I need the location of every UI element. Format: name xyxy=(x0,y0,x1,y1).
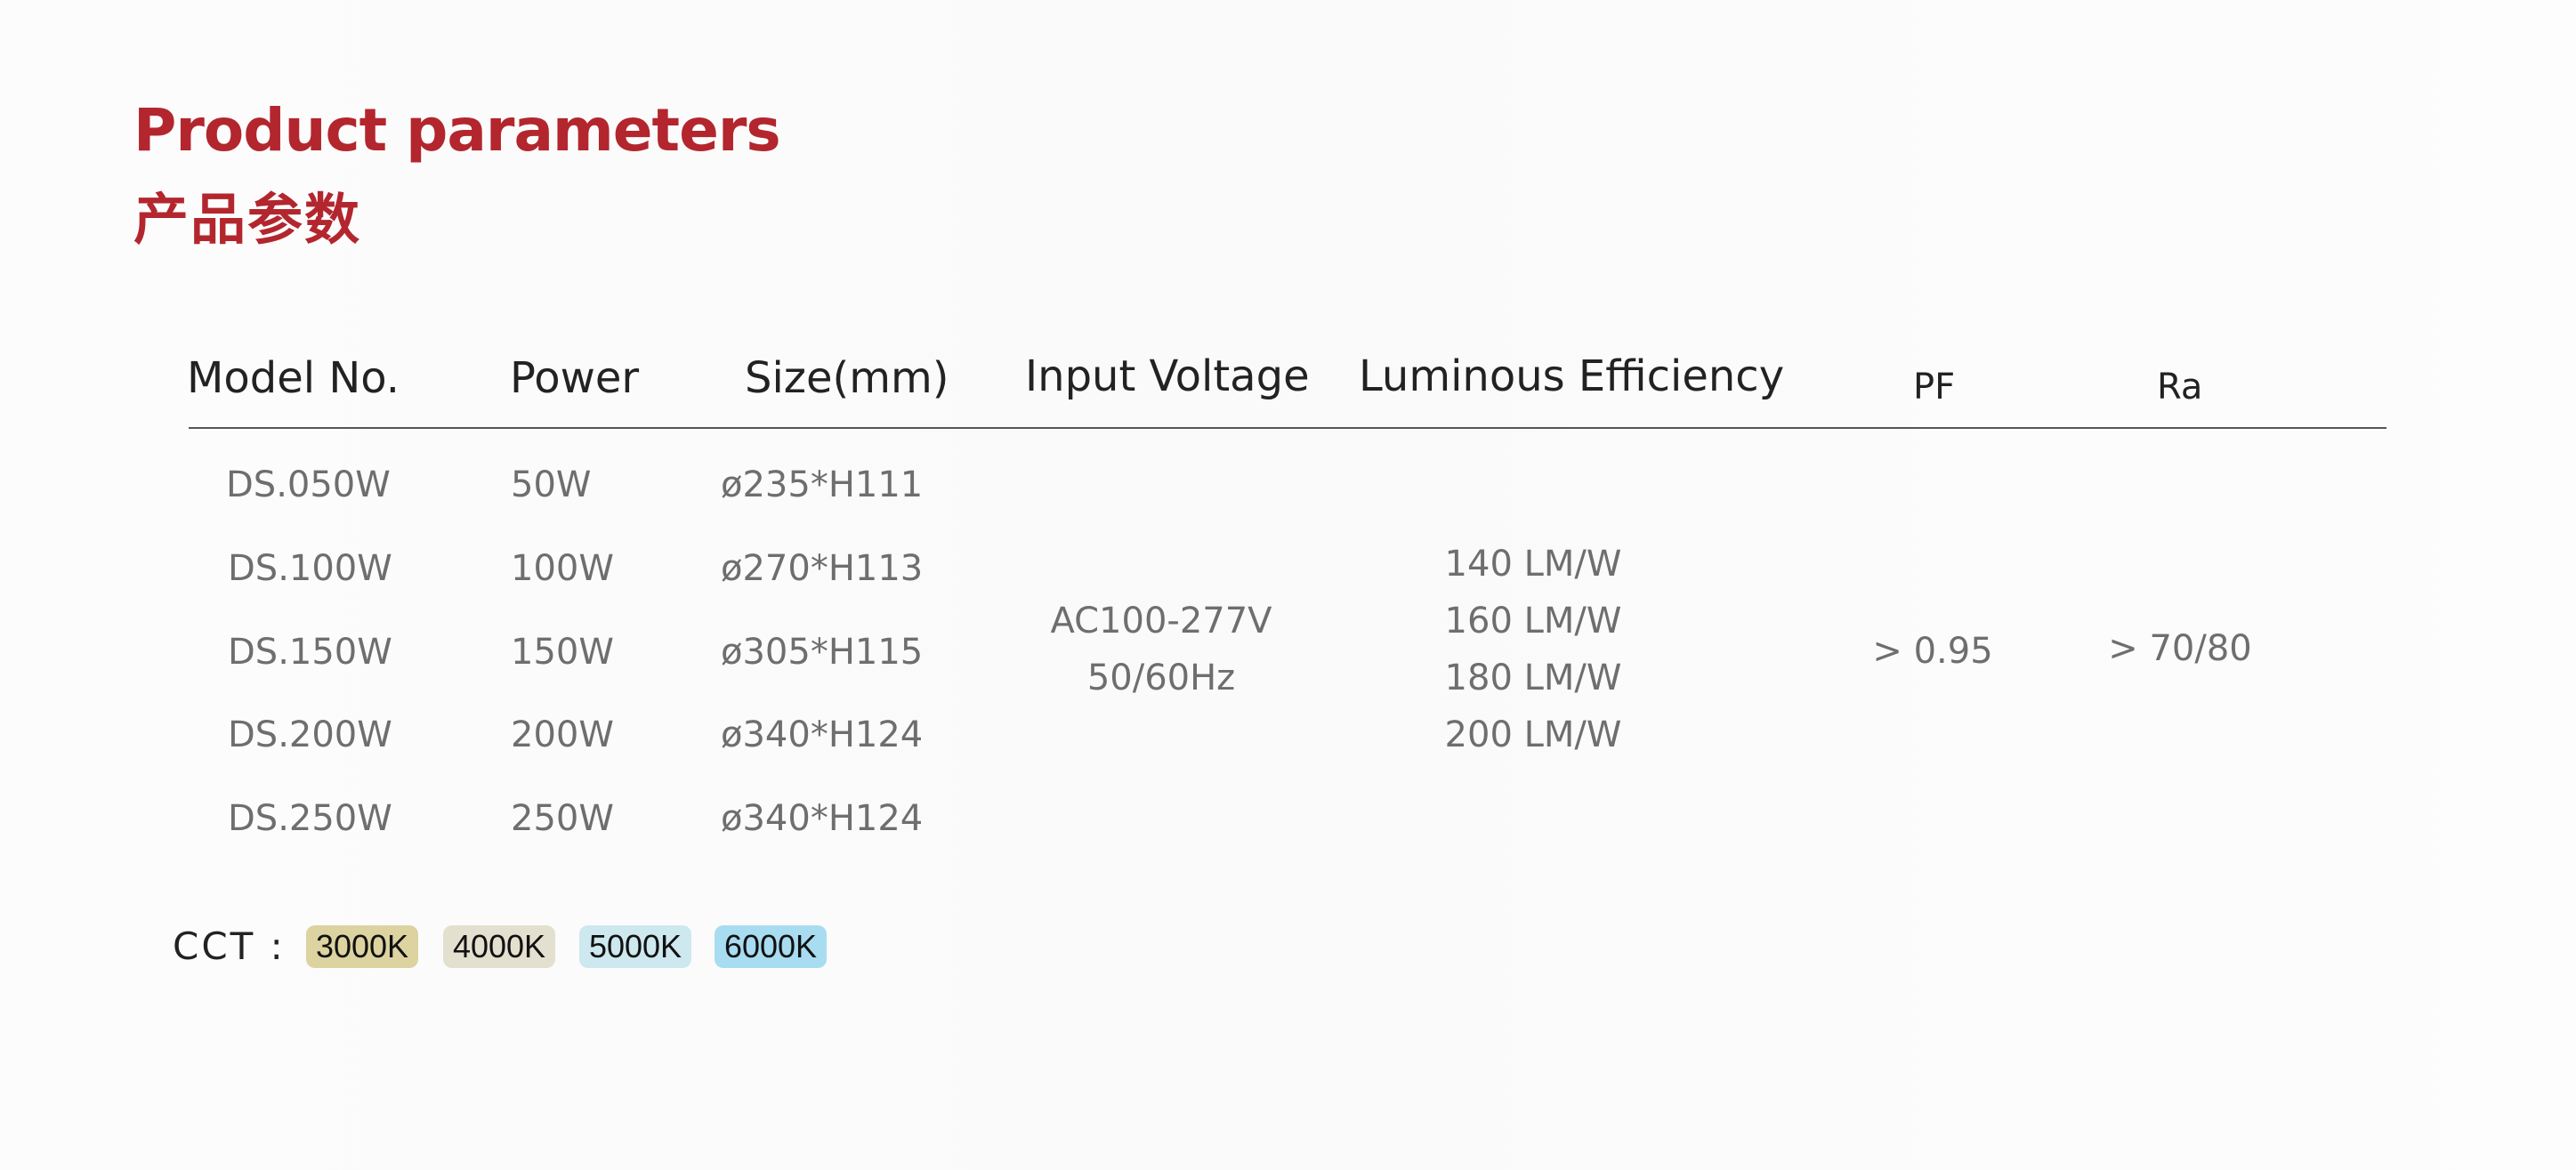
header-divider xyxy=(189,427,2386,429)
header-size: Size(mm) xyxy=(745,353,949,403)
cct-option-4000k: 4000K xyxy=(443,925,555,968)
efficiency-value-3: 180 LM/W xyxy=(1444,658,1622,698)
efficiency-value-2: 160 LM/W xyxy=(1444,601,1622,641)
row-3-power: 150W xyxy=(511,632,614,673)
row-5-power: 250W xyxy=(511,798,614,839)
header-pf: PF xyxy=(1913,367,1956,407)
page-title-chinese: 产品参数 xyxy=(133,187,362,252)
row-1-power: 50W xyxy=(511,464,592,505)
row-5-model: DS.250W xyxy=(228,798,392,839)
header-model-no: Model No. xyxy=(187,353,400,403)
row-2-size: ø270*H113 xyxy=(721,548,924,589)
efficiency-value-4: 200 LM/W xyxy=(1444,714,1622,755)
ra-value: > 70/80 xyxy=(2108,628,2252,669)
row-1-size: ø235*H111 xyxy=(721,464,924,505)
row-3-size: ø305*H115 xyxy=(721,632,924,673)
efficiency-value-1: 140 LM/W xyxy=(1444,544,1622,585)
header-power: Power xyxy=(510,353,640,403)
header-ra: Ra xyxy=(2157,367,2203,407)
input-voltage-range: AC100-277V xyxy=(1050,601,1272,641)
page-title: Product parameters xyxy=(133,96,781,165)
header-luminous-efficiency: Luminous Efficiency xyxy=(1359,351,1785,401)
row-2-power: 100W xyxy=(511,548,614,589)
row-4-power: 200W xyxy=(511,714,614,755)
cct-option-6000k: 6000K xyxy=(715,925,827,968)
pf-value: > 0.95 xyxy=(1872,631,1993,672)
row-5-size: ø340*H124 xyxy=(721,798,924,839)
row-4-model: DS.200W xyxy=(228,714,392,755)
cct-label: CCT : xyxy=(173,924,286,968)
row-1-model: DS.050W xyxy=(226,464,391,505)
cct-option-3000k: 3000K xyxy=(306,925,418,968)
header-input-voltage: Input Voltage xyxy=(1025,351,1310,401)
row-4-size: ø340*H124 xyxy=(721,714,924,755)
input-voltage-frequency: 50/60Hz xyxy=(1086,658,1236,698)
row-3-model: DS.150W xyxy=(228,632,392,673)
cct-option-5000k: 5000K xyxy=(579,925,691,968)
row-2-model: DS.100W xyxy=(228,548,392,589)
